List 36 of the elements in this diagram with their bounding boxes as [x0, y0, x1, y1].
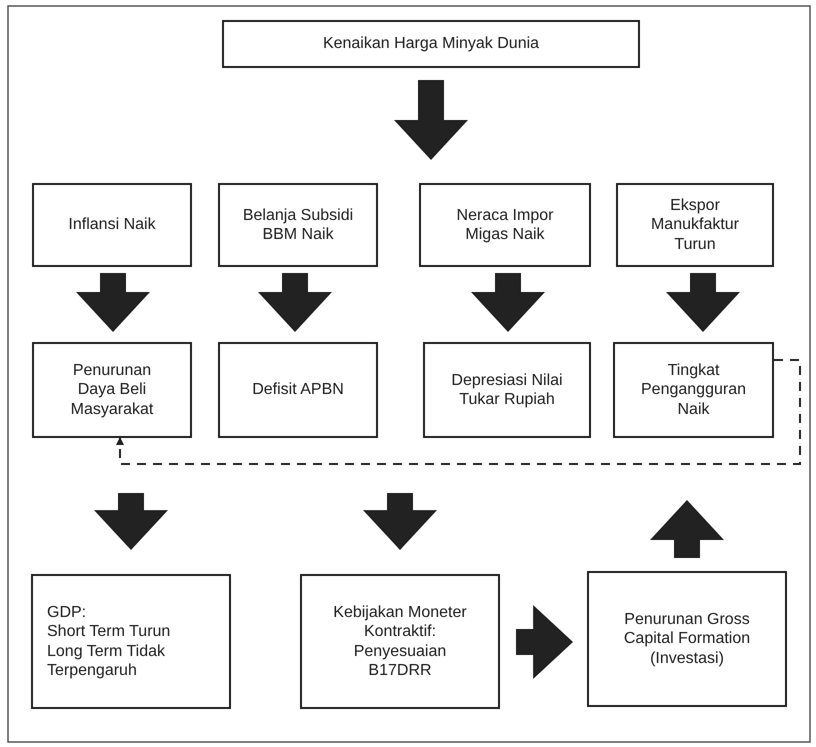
block-arrow	[516, 605, 573, 679]
node-text: Defisit APBN	[252, 380, 344, 400]
process-box	[616, 183, 774, 267]
process-box	[32, 183, 192, 267]
process-box	[32, 342, 192, 438]
block-arrow	[394, 80, 468, 160]
block-arrow	[363, 493, 437, 550]
node-text: GDP:	[47, 603, 86, 622]
dashed-arrow	[116, 359, 801, 465]
node-text: Inflansi Naik	[68, 215, 156, 235]
block-arrow	[94, 493, 168, 550]
process-box	[419, 183, 591, 267]
process-box	[613, 342, 774, 438]
node-text: Kenaikan Harga Minyak Dunia	[322, 34, 540, 54]
node-text: Tingkat Pengangguran Naik	[640, 361, 747, 419]
process-box	[222, 20, 640, 68]
node-text: Penurunan Gross Capital Formation (Investasi)	[622, 610, 752, 668]
block-arrow	[471, 273, 545, 332]
node-text: Short Term Turun	[47, 622, 170, 642]
node-text: Penurunan Daya Beli Masyarakat	[70, 361, 154, 419]
block-arrow	[258, 273, 332, 332]
node-text: Neraca Impor Migas Naik	[456, 206, 554, 244]
process-box	[300, 574, 500, 709]
block-arrow	[666, 273, 740, 332]
node-text: Ekspor Manukfaktur Turun	[650, 196, 740, 254]
block-arrow	[76, 273, 150, 332]
block-arrow	[650, 500, 724, 558]
node-text: Depresiasi Nilai Tukar Rupiah	[450, 370, 564, 410]
process-box	[423, 342, 591, 438]
node-text: Long Term Tidak Terpengaruh	[47, 642, 166, 680]
process-box	[218, 342, 378, 438]
process-box	[587, 571, 787, 707]
process-box	[218, 183, 378, 267]
node-text: Belanja Subsidi BBM Naik	[242, 206, 354, 244]
node-text: Kebijakan Moneter Kontraktif: Penyesuaian B17DRR	[332, 603, 468, 680]
process-box	[31, 574, 231, 709]
